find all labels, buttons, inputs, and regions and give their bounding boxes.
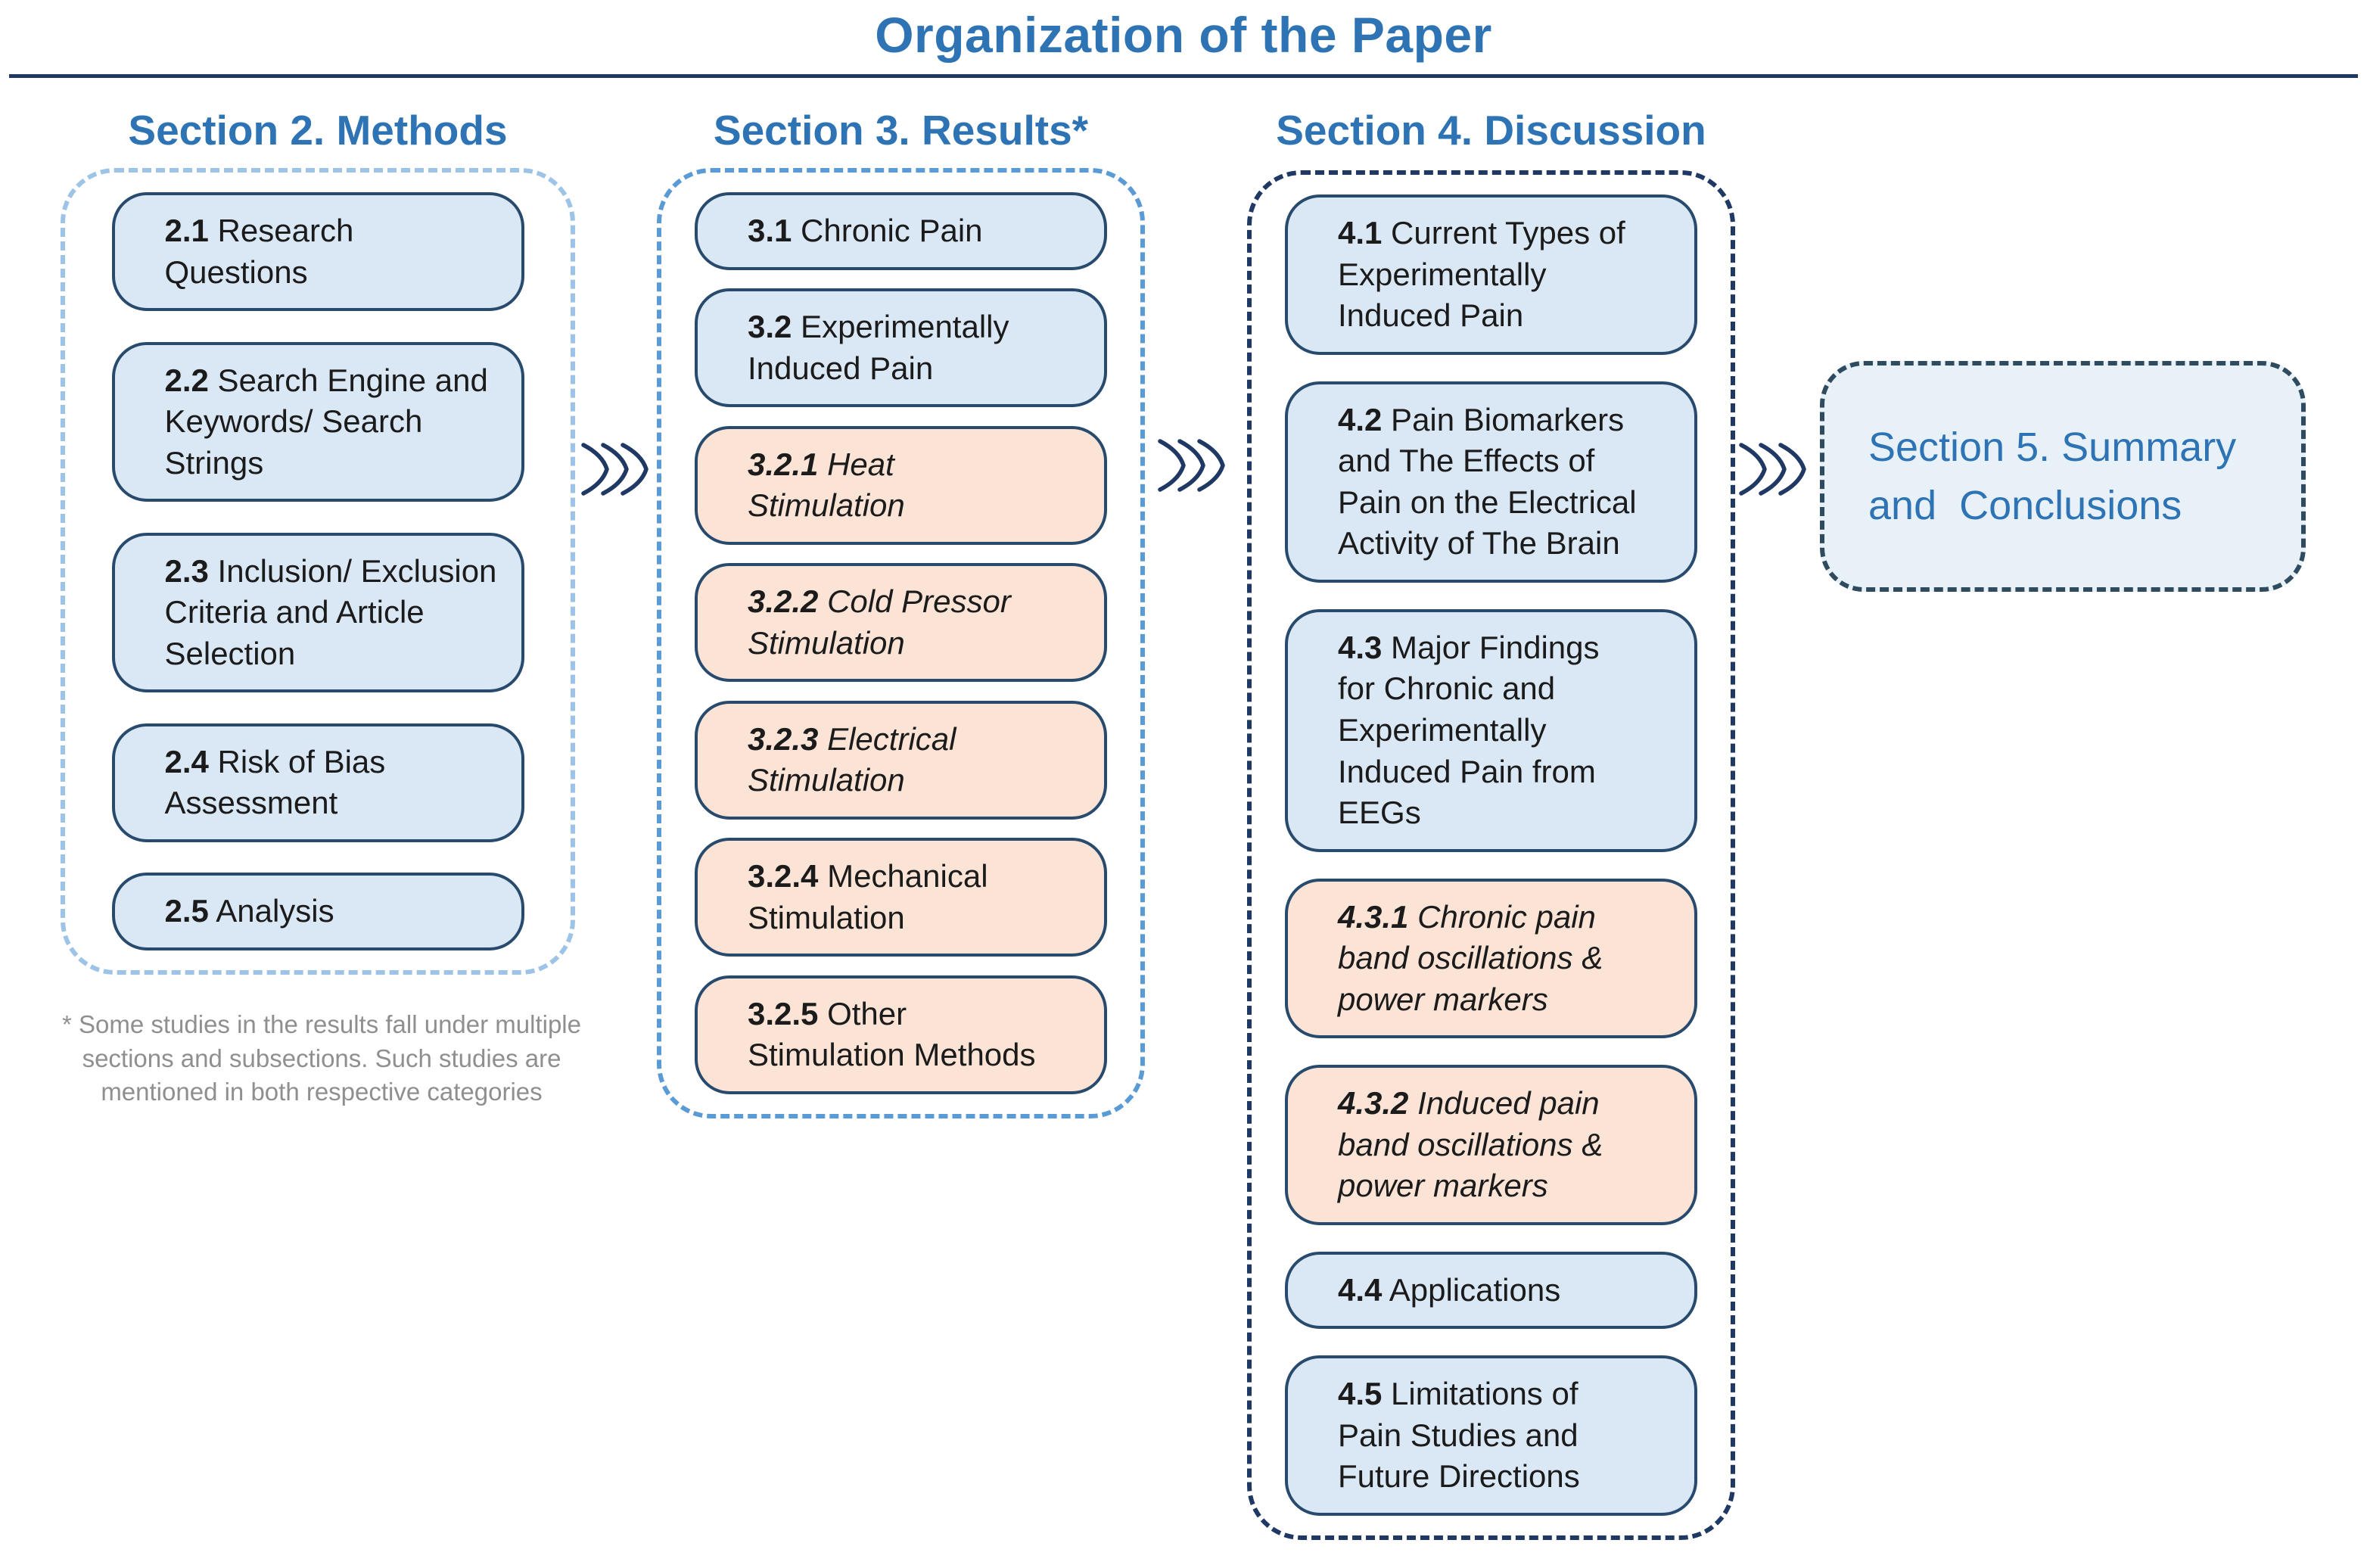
box-3-2-3-label: Electrical Stimulation	[748, 720, 956, 798]
box-3-2-2-label: Cold Pressor Stimulation	[748, 583, 1011, 661]
box-4-3-number: 4.3	[1338, 629, 1383, 665]
box-4-1: 4.1 Current Types of Experimentally Indu…	[1285, 194, 1697, 355]
box-3-2-2-number: 3.2.2	[748, 583, 819, 620]
box-4-2: 4.2 Pain Biomarkers and The Effects of P…	[1285, 381, 1697, 583]
box-2-4: 2.4 Risk of Bias Assessment	[111, 723, 524, 843]
results-group: 3.1 Chronic Pain 3.2 Experimentally Indu…	[657, 168, 1145, 1118]
box-2-3-number: 2.3	[164, 552, 209, 589]
box-2-5-label: Analysis	[208, 893, 334, 929]
box-2-1-label: Research Questions	[164, 213, 354, 290]
box-4-3: 4.3 Major Findings for Chronic and Exper…	[1285, 608, 1697, 852]
box-3-2-4-number: 3.2.4	[748, 858, 819, 894]
page-title: Organization of the Paper	[875, 7, 1492, 63]
box-2-3-label: Inclusion/ Exclusion Criteria and Articl…	[164, 552, 497, 671]
box-3-2-label: Experimentally Induced Pain	[748, 308, 1009, 386]
box-3-2-4-label: Mechanical Stimulation	[748, 858, 988, 935]
box-2-3: 2.3 Inclusion/ Exclusion Criteria and Ar…	[111, 532, 524, 693]
box-2-2-number: 2.2	[164, 362, 209, 398]
box-2-2: 2.2 Search Engine and Keywords/ Search S…	[111, 341, 524, 502]
box-3-1-label: Chronic Pain	[792, 213, 983, 248]
box-3-2-3-number: 3.2.3	[748, 720, 819, 757]
box-3-2-5-number: 3.2.5	[748, 995, 819, 1031]
box-2-1: 2.1 Research Questions	[111, 192, 524, 312]
chevron-arrows-icon	[581, 443, 649, 496]
box-2-5: 2.5 Analysis	[111, 873, 524, 950]
section-3-header: Section 3. Results*	[713, 107, 1089, 154]
box-3-2-3: 3.2.3 Electrical Stimulation	[695, 700, 1107, 820]
methods-group: 2.1 Research Questions 2.2 Search Engine…	[61, 168, 575, 975]
summary-conclusions-box: Section 5. Summary and Conclusions	[1820, 361, 2306, 592]
section-4-header: Section 4. Discussion	[1276, 107, 1706, 154]
box-2-4-label: Risk of Bias Assessment	[164, 743, 386, 821]
box-4-4-label: Applications	[1382, 1271, 1561, 1308]
box-4-1-label: Current Types of Experimentally Induced …	[1338, 215, 1625, 334]
box-3-1-number: 3.1	[748, 213, 792, 248]
box-4-5: 4.5 Limitations of Pain Studies and Futu…	[1285, 1355, 1697, 1516]
box-4-3-1: 4.3.1 Chronic pain band oscillations & p…	[1285, 878, 1697, 1039]
box-3-2-5: 3.2.5 Other Stimulation Methods	[695, 975, 1107, 1094]
discussion-group: 4.1 Current Types of Experimentally Indu…	[1247, 170, 1735, 1540]
box-4-2-label: Pain Biomarkers and The Effects of Pain …	[1338, 401, 1637, 562]
chevron-arrows-icon	[1739, 443, 1806, 496]
box-2-2-label: Search Engine and Keywords/ Search Strin…	[164, 362, 488, 481]
box-2-1-number: 2.1	[164, 213, 209, 248]
box-3-2-number: 3.2	[748, 308, 792, 344]
chevron-arrows-icon	[1158, 439, 1225, 492]
box-3-1: 3.1 Chronic Pain	[695, 192, 1107, 270]
box-4-2-number: 4.2	[1338, 401, 1383, 437]
box-3-2: 3.2 Experimentally Induced Pain	[695, 288, 1107, 408]
box-2-4-number: 2.4	[164, 743, 209, 779]
box-3-2-1-number: 3.2.1	[748, 446, 819, 482]
box-4-3-2-number: 4.3.2	[1338, 1085, 1409, 1122]
box-2-5-number: 2.5	[164, 893, 209, 929]
box-3-2-4: 3.2.4 Mechanical Stimulation	[695, 838, 1107, 957]
box-3-2-2: 3.2.2 Cold Pressor Stimulation	[695, 563, 1107, 683]
box-4-3-label: Major Findings for Chronic and Experimen…	[1338, 629, 1600, 831]
results-footnote: * Some studies in the results fall under…	[61, 1010, 581, 1106]
box-4-5-label: Limitations of Pain Studies and Future D…	[1338, 1376, 1580, 1495]
box-4-3-1-label: Chronic pain band oscillations & power m…	[1338, 898, 1603, 1017]
box-4-3-2: 4.3.2 Induced pain band oscillations & p…	[1285, 1065, 1697, 1225]
box-4-4-number: 4.4	[1338, 1271, 1383, 1308]
box-3-2-1: 3.2.1 Heat Stimulation	[695, 425, 1107, 545]
box-3-2-5-label: Other Stimulation Methods	[748, 995, 1036, 1073]
box-4-5-number: 4.5	[1338, 1376, 1383, 1412]
box-4-4: 4.4 Applications	[1285, 1251, 1697, 1330]
section-2-header: Section 2. Methods	[128, 107, 508, 154]
box-3-2-1-label: Heat Stimulation	[748, 446, 905, 524]
box-4-3-2-label: Induced pain band oscillations & power m…	[1338, 1085, 1603, 1204]
box-4-1-number: 4.1	[1338, 215, 1383, 250]
title-underline	[9, 74, 2358, 78]
box-4-3-1-number: 4.3.1	[1338, 898, 1409, 935]
summary-conclusions-label: Section 5. Summary and Conclusions	[1868, 424, 2237, 528]
